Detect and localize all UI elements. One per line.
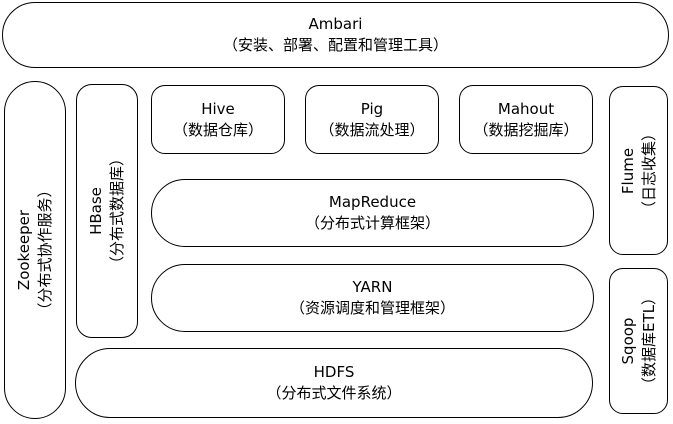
pig-box: Pig （数据流处理） [305,85,439,154]
hbase-label: HBase （分布式数据库） [86,151,128,271]
zookeeper-label: Zookeeper （分布式协作服务） [14,182,56,317]
hive-desc: （数据仓库） [172,120,263,139]
mahout-desc: （数据挖掘库） [473,120,579,139]
ambari-name: Ambari [308,15,363,33]
flume-box: Flume （日志收集） [609,86,668,255]
sqoop-name: Sqoop [618,317,637,365]
zookeeper-box: Zookeeper （分布式协作服务） [4,81,66,419]
mapreduce-name: MapReduce [328,193,417,211]
zookeeper-name: Zookeeper [15,209,33,291]
mapreduce-box: MapReduce （分布式计算框架） [151,179,594,247]
mapreduce-desc: （分布式计算框架） [304,214,440,232]
hbase-box: HBase （分布式数据库） [76,84,138,338]
flume-label: Flume （日志收集） [618,125,660,215]
mahout-name: Mahout [497,99,555,118]
flume-desc: （日志收集） [639,125,658,216]
hdfs-name: HDFS [313,363,355,381]
hbase-name: HBase [87,187,105,235]
pig-name: Pig [360,99,384,118]
yarn-name: YARN [352,278,393,296]
ambari-box: Ambari （安装、部署、配置和管理工具） [2,2,669,68]
flume-name: Flume [618,147,637,194]
hive-name: Hive [201,99,235,118]
pig-desc: （数据流处理） [319,120,425,139]
ambari-desc: （安装、部署、配置和管理工具） [222,36,448,54]
sqoop-box: Sqoop （数据库ETL） [609,268,668,414]
yarn-box: YARN （资源调度和管理框架） [151,264,594,332]
yarn-desc: （资源调度和管理框架） [289,299,455,317]
hive-box: Hive （数据仓库） [151,85,285,154]
sqoop-desc: （数据库ETL） [639,290,658,392]
hdfs-box: HDFS （分布式文件系统） [75,348,593,418]
hdfs-desc: （分布式文件系统） [266,384,402,402]
hbase-desc: （分布式数据库） [108,150,126,272]
sqoop-label: Sqoop （数据库ETL） [618,290,660,392]
zookeeper-desc: （分布式协作服务） [36,182,54,318]
mahout-box: Mahout （数据挖掘库） [459,85,593,154]
